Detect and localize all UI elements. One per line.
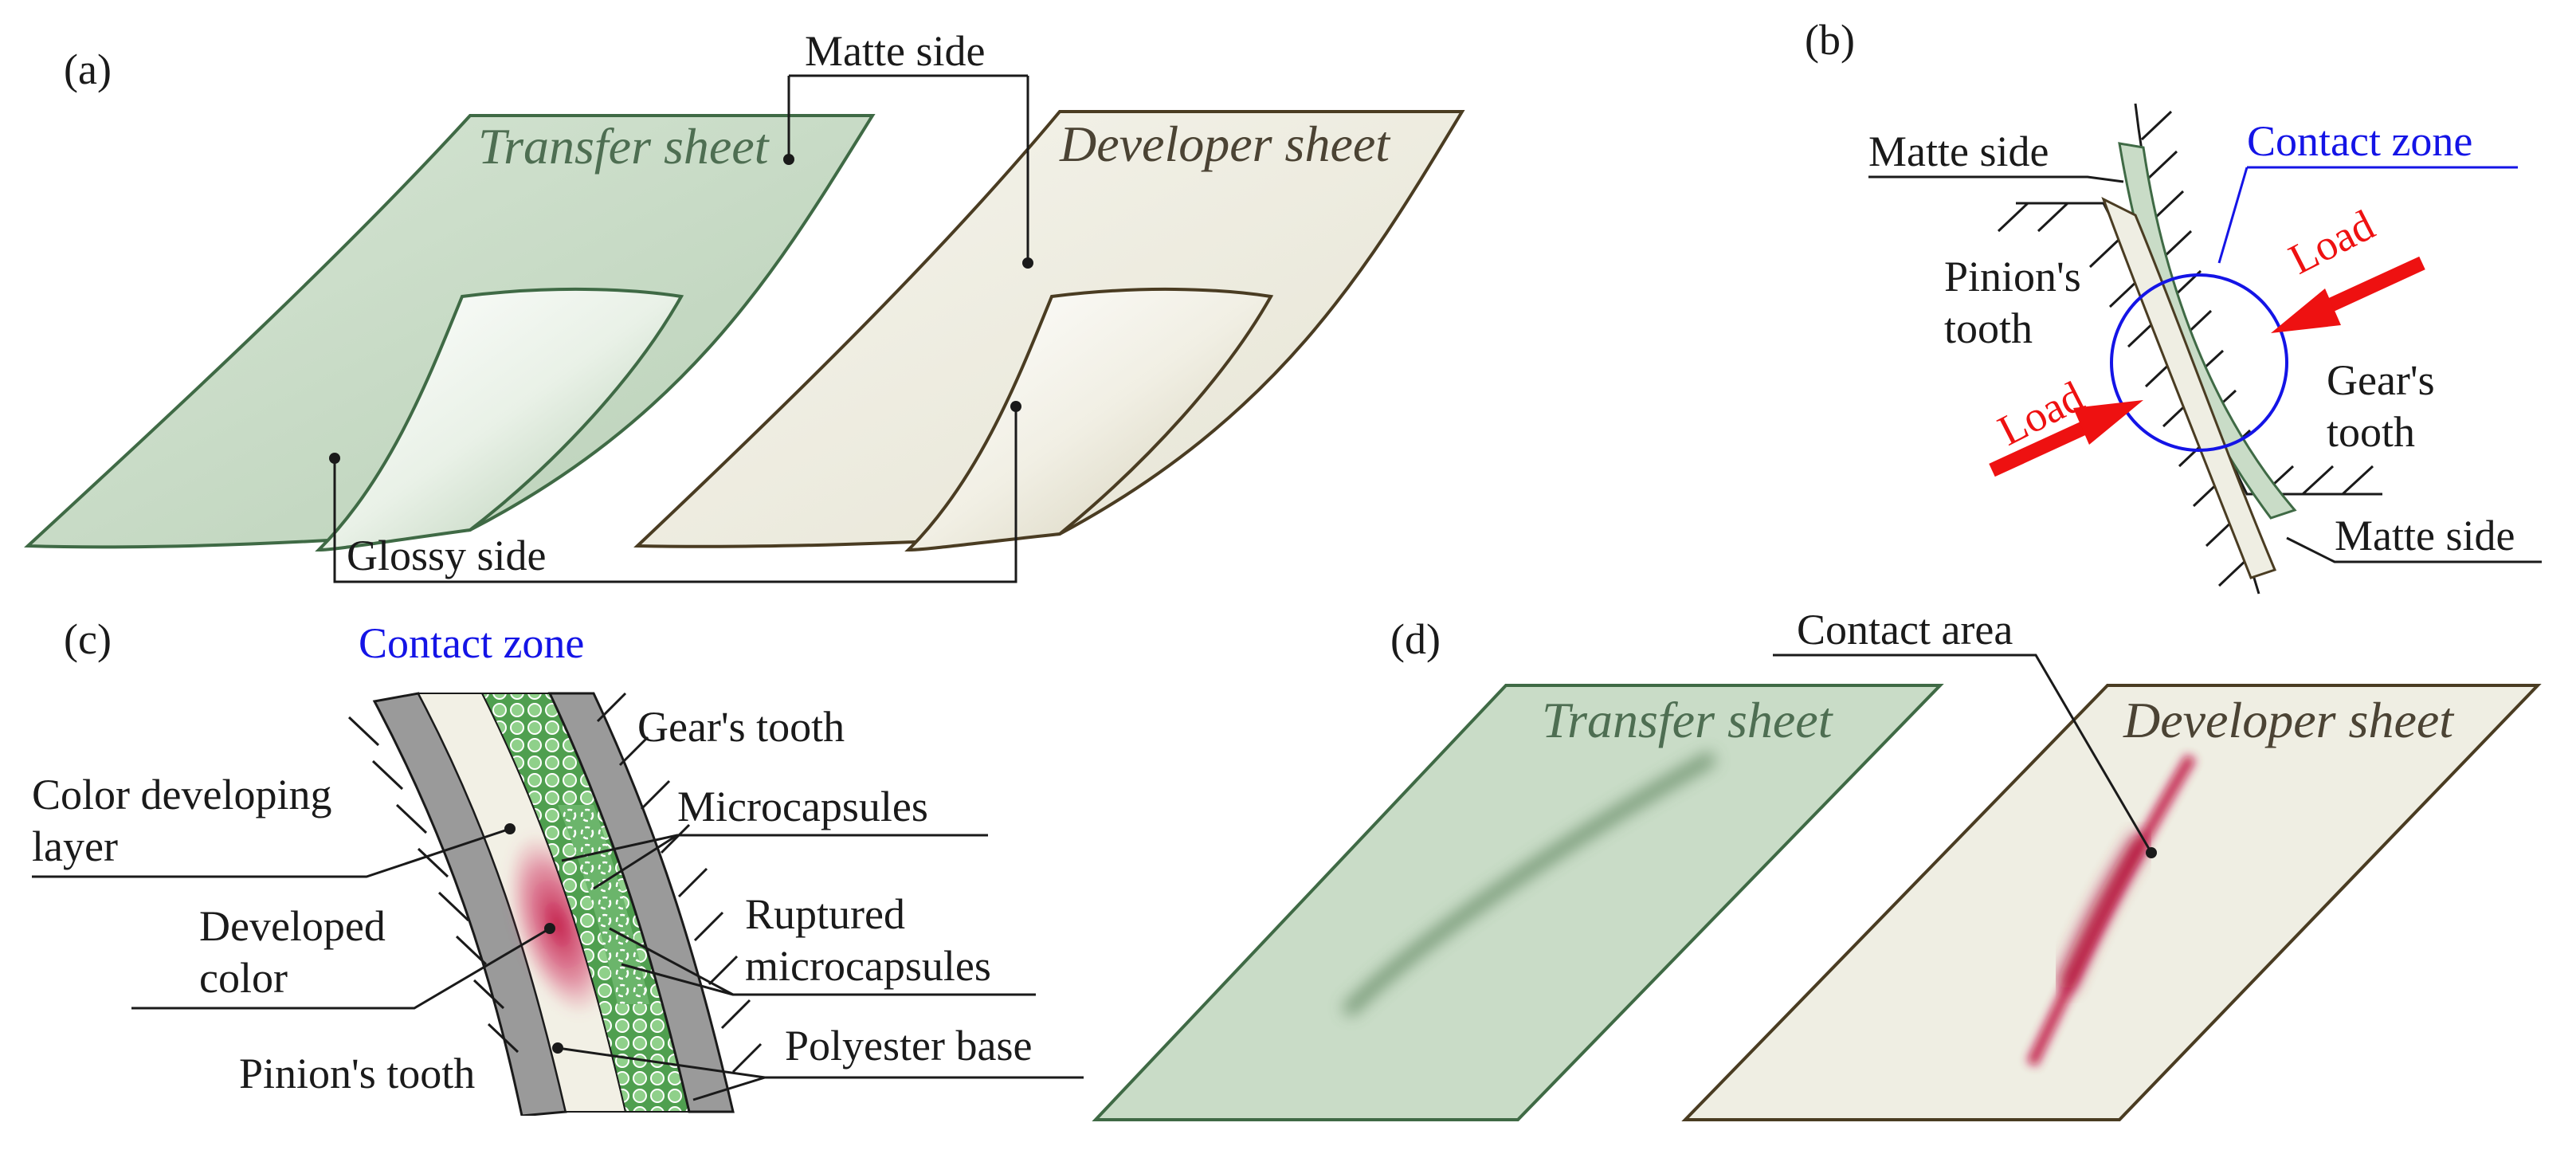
matte-side-bottom-label: Matte side bbox=[2335, 512, 2515, 559]
contact-zone-label-c: Contact zone bbox=[359, 619, 584, 667]
ruptured-label-2: microcapsules bbox=[745, 942, 991, 990]
pinion-tooth-label-b1: Pinion's bbox=[1944, 253, 2081, 300]
gear-tooth-label-b2: tooth bbox=[2327, 408, 2415, 456]
load-arrow-upper: Load bbox=[2271, 201, 2425, 333]
developed-color-label-2: color bbox=[199, 954, 288, 1002]
panel-d: (d) Transfer sheet Developer sheet Conta… bbox=[1092, 606, 2542, 1121]
contact-area-label: Contact area bbox=[1797, 606, 2013, 654]
gear-tooth-label-c: Gear's tooth bbox=[637, 703, 845, 751]
glossy-side-label: Glossy side bbox=[347, 532, 547, 579]
developer-sheet-flat: Developer sheet bbox=[1681, 684, 2542, 1121]
pinion-tooth-label-c: Pinion's tooth bbox=[239, 1050, 475, 1097]
panel-a-tag: (a) bbox=[64, 45, 112, 93]
transfer-sheet-curled: Transfer sheet bbox=[24, 114, 876, 552]
transfer-sheet-label: Transfer sheet bbox=[478, 118, 770, 175]
color-layer-label-1: Color developing bbox=[32, 771, 331, 818]
panel-b-tag: (b) bbox=[1805, 16, 1855, 64]
panel-d-tag: (d) bbox=[1390, 615, 1441, 663]
load-arrow-lower: Load bbox=[1989, 372, 2143, 477]
cross-section bbox=[372, 692, 735, 1116]
matte-side-label-a: Matte side bbox=[805, 27, 985, 75]
developer-sheet-curled: Developer sheet bbox=[633, 110, 1465, 552]
matte-side-top-label: Matte side bbox=[1868, 128, 2049, 175]
gear-tooth-label-b1: Gear's bbox=[2327, 356, 2435, 404]
panel-a: (a) Transfer sheet Developer sheet Matte… bbox=[24, 27, 1465, 583]
developer-sheet-label: Developer sheet bbox=[1059, 116, 1391, 172]
polyester-base-label: Polyester base bbox=[785, 1022, 1032, 1070]
ruptured-label-1: Ruptured bbox=[745, 890, 905, 938]
panel-c-tag: (c) bbox=[64, 615, 112, 663]
panel-b: (b) bbox=[1805, 16, 2542, 595]
transfer-sheet-label-d: Transfer sheet bbox=[1542, 692, 1834, 748]
color-layer-label-2: layer bbox=[32, 822, 118, 870]
contact-zone-circle bbox=[2110, 273, 2288, 452]
load-label-upper: Load bbox=[2281, 201, 2382, 284]
pinion-tooth-label-b2: tooth bbox=[1944, 304, 2033, 352]
developed-color-label-1: Developed bbox=[199, 902, 386, 950]
transfer-sheet-flat: Transfer sheet bbox=[1092, 684, 1944, 1121]
developer-sheet-label-d: Developer sheet bbox=[2123, 692, 2455, 748]
microcapsules-label: Microcapsules bbox=[677, 783, 928, 830]
contact-zone-label-b: Contact zone bbox=[2247, 117, 2472, 165]
panel-c: (c) Contact zone bbox=[32, 615, 1084, 1116]
